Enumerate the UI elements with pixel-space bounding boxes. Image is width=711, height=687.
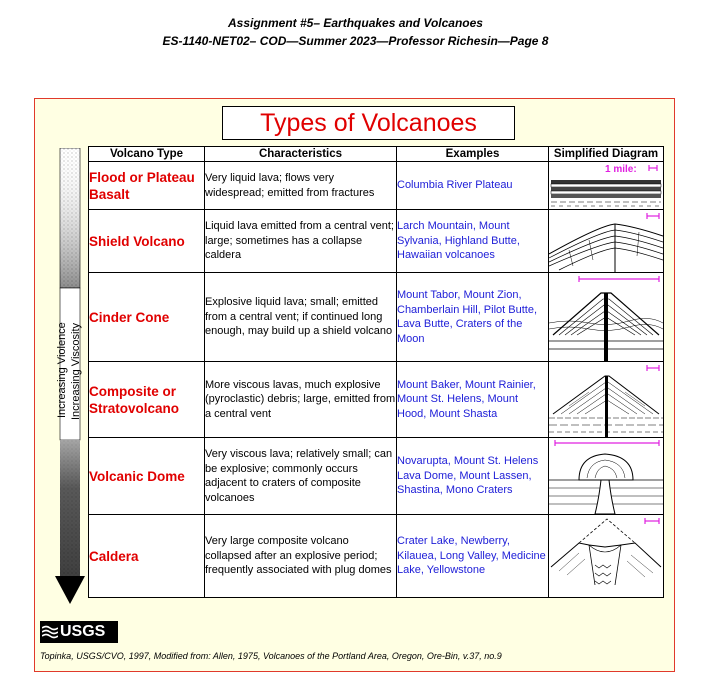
cinder-cone-diagram [549,276,663,361]
volcano-type: Composite or Stratovolcano [88,361,205,438]
diagram-cell: 1 mile: [548,161,664,210]
stratovolcano-diagram [549,365,663,437]
diagram-cell [548,437,664,515]
flood-basalt-diagram: 1 mile: [550,164,662,207]
usgs-logo-text: USGS [60,623,106,640]
table-row: Volcanic Dome Very viscous lava; relativ… [88,437,664,515]
volcano-characteristics: More viscous lavas, much explosive (pyro… [204,361,397,438]
volcano-examples: Larch Mountain, Mount Sylvania, Highland… [396,209,549,273]
table-row: Cinder Cone Explosive liquid lava; small… [88,272,664,362]
column-header: Examples [396,146,549,162]
volcano-characteristics: Very liquid lava; flows very widespread;… [204,161,397,210]
column-header: Volcano Type [88,146,205,162]
table-header-row: Volcano Type Characteristics Examples Si… [88,146,664,162]
volcano-type: Cinder Cone [88,272,205,362]
volcano-examples: Mount Baker, Mount Rainier, Mount St. He… [396,361,549,438]
volcanic-dome-diagram [549,440,663,514]
volcano-examples: Novarupta, Mount St. Helens Lava Dome, M… [396,437,549,515]
diagram-cell [548,209,664,273]
table-row: Shield Volcano Liquid lava emitted from … [88,209,664,273]
table-row: Caldera Very large composite volcano col… [88,514,664,598]
volcano-examples: Columbia River Plateau [396,161,549,210]
volcano-types-table: Volcano Type Characteristics Examples Si… [88,146,664,598]
figure-citation: Topinka, USGS/CVO, 1997, Modified from: … [40,651,502,661]
usgs-wave-icon [42,625,58,639]
volcano-characteristics: Explosive liquid lava; small; emitted fr… [204,272,397,362]
volcano-type: Shield Volcano [88,209,205,273]
volcano-characteristics: Liquid lava emitted from a central vent;… [204,209,397,273]
table-row: Flood or Plateau Basalt Very liquid lava… [88,161,664,210]
scale-label: 1 mile: [605,164,637,175]
increasing-arrow-icon [55,148,85,604]
side-label-violence: Increasing Violence [56,322,68,418]
volcano-examples: Mount Tabor, Mount Zion, Chamberlain Hil… [396,272,549,362]
usgs-logo: USGS [40,621,118,643]
volcano-characteristics: Very viscous lava; relatively small; can… [204,437,397,515]
volcano-type: Volcanic Dome [88,437,205,515]
side-labels: Increasing Violence Increasing Viscosity [54,290,88,450]
volcano-examples: Crater Lake, Newberry, Kilauea, Long Val… [396,514,549,598]
header-line-1: Assignment #5– Earthquakes and Volcanoes [228,16,483,30]
caldera-diagram [550,518,662,586]
diagram-cell [548,272,664,362]
column-header: Simplified Diagram [548,146,664,162]
column-header: Characteristics [204,146,397,162]
diagram-cell [548,514,664,598]
volcano-characteristics: Very large composite volcano collapsed a… [204,514,397,598]
diagram-cell [548,361,664,438]
header-line-2: ES-1140-NET02– COD—Summer 2023—Professor… [162,34,549,48]
figure-title: Types of Volcanoes [260,109,477,137]
shield-volcano-diagram [549,213,663,272]
figure-title-box: Types of Volcanoes [222,106,515,140]
table-row: Composite or Stratovolcano More viscous … [88,361,664,438]
volcano-type: Caldera [88,514,205,598]
volcano-type: Flood or Plateau Basalt [88,161,205,210]
side-label-viscosity: Increasing Viscosity [70,322,82,420]
